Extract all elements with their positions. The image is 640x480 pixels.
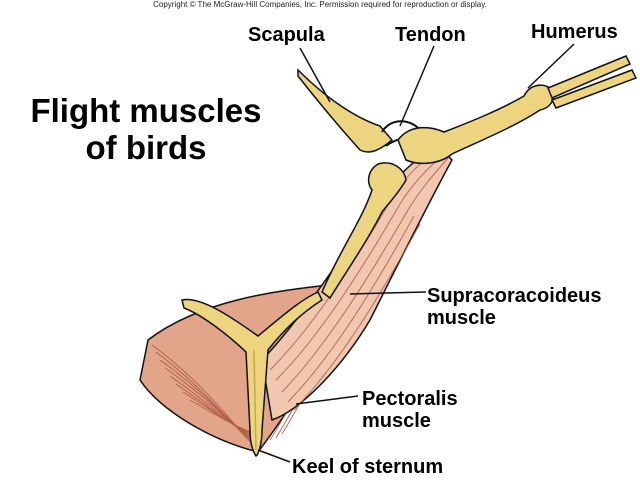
label-pectoralis: Pectoralis muscle [362, 388, 458, 432]
scapula-bone [297, 68, 394, 153]
label-humerus: Humerus [531, 21, 618, 43]
label-scapula: Scapula [248, 24, 325, 46]
title-line-1: Flight muscles [30, 92, 262, 129]
sternum-bone [181, 291, 323, 457]
label-pectoralis-line-1: Pectoralis [362, 388, 458, 410]
label-supracoracoideus-line-2: muscle [427, 307, 496, 329]
copyright-notice: Copyright © The McGraw-Hill Companies, I… [153, 0, 487, 9]
label-keel-of-sternum: Keel of sternum [292, 456, 444, 478]
forearm-bones [547, 55, 638, 109]
diagram-title: Flight muscles of birds [16, 92, 276, 166]
label-supracoracoideus: Supracoracoideus muscle [427, 285, 602, 329]
label-supracoracoideus-line-1: Supracoracoideus [427, 285, 602, 307]
label-pectoralis-line-2: muscle [362, 410, 431, 432]
leader-lines [257, 43, 575, 463]
supracoracoideus-muscle [261, 145, 453, 422]
label-tendon: Tendon [395, 24, 466, 46]
coracoid-bone [321, 162, 407, 300]
title-line-2: of birds [85, 129, 207, 166]
humerus-bone [397, 84, 554, 165]
